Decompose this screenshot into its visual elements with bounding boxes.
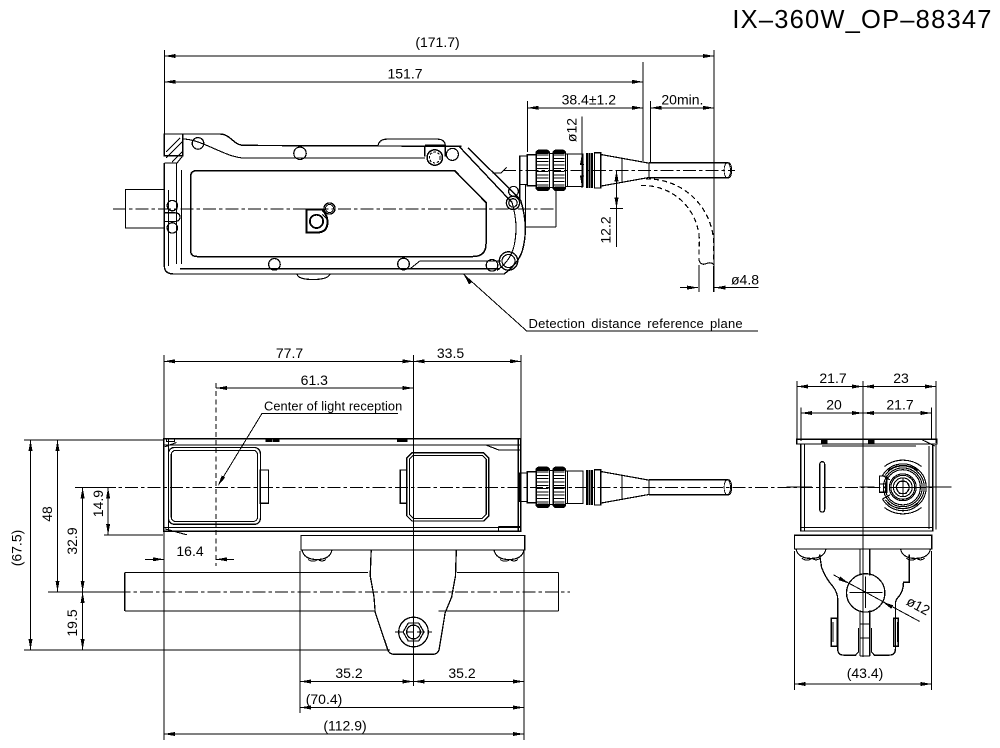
svg-text:35.2: 35.2 xyxy=(448,665,475,681)
svg-text:12.2: 12.2 xyxy=(597,216,613,243)
svg-text:33.5: 33.5 xyxy=(437,345,464,361)
svg-text:32.9: 32.9 xyxy=(64,527,80,554)
svg-text:16.4: 16.4 xyxy=(176,543,203,559)
svg-text:61.3: 61.3 xyxy=(301,372,328,388)
svg-text:(67.5): (67.5) xyxy=(8,530,24,567)
svg-text:21.7: 21.7 xyxy=(886,397,913,413)
svg-text:48: 48 xyxy=(39,506,55,522)
svg-text:151.7: 151.7 xyxy=(387,66,422,82)
svg-text:77.7: 77.7 xyxy=(276,345,303,361)
svg-text:38.4±1.2: 38.4±1.2 xyxy=(562,92,617,108)
svg-text:(112.9): (112.9) xyxy=(323,718,366,734)
svg-text:21.7: 21.7 xyxy=(819,370,846,386)
svg-text:35.2: 35.2 xyxy=(335,665,362,681)
svg-text:23: 23 xyxy=(893,370,909,386)
svg-text:Center of light reception: Center of light reception xyxy=(264,399,402,414)
svg-text:IX–360W_OP–88347: IX–360W_OP–88347 xyxy=(732,6,992,34)
svg-text:ø4.8: ø4.8 xyxy=(731,271,759,287)
svg-text:20min.: 20min. xyxy=(661,92,703,108)
svg-text:(70.4): (70.4) xyxy=(306,691,343,707)
svg-text:Detection distance reference p: Detection distance reference plane xyxy=(529,316,743,331)
svg-text:20: 20 xyxy=(826,397,842,413)
svg-text:(43.4): (43.4) xyxy=(847,665,884,681)
svg-text:14.9: 14.9 xyxy=(90,490,106,517)
svg-text:ø12: ø12 xyxy=(564,118,580,142)
svg-text:19.5: 19.5 xyxy=(64,609,80,636)
svg-text:(171.7): (171.7) xyxy=(415,34,459,50)
